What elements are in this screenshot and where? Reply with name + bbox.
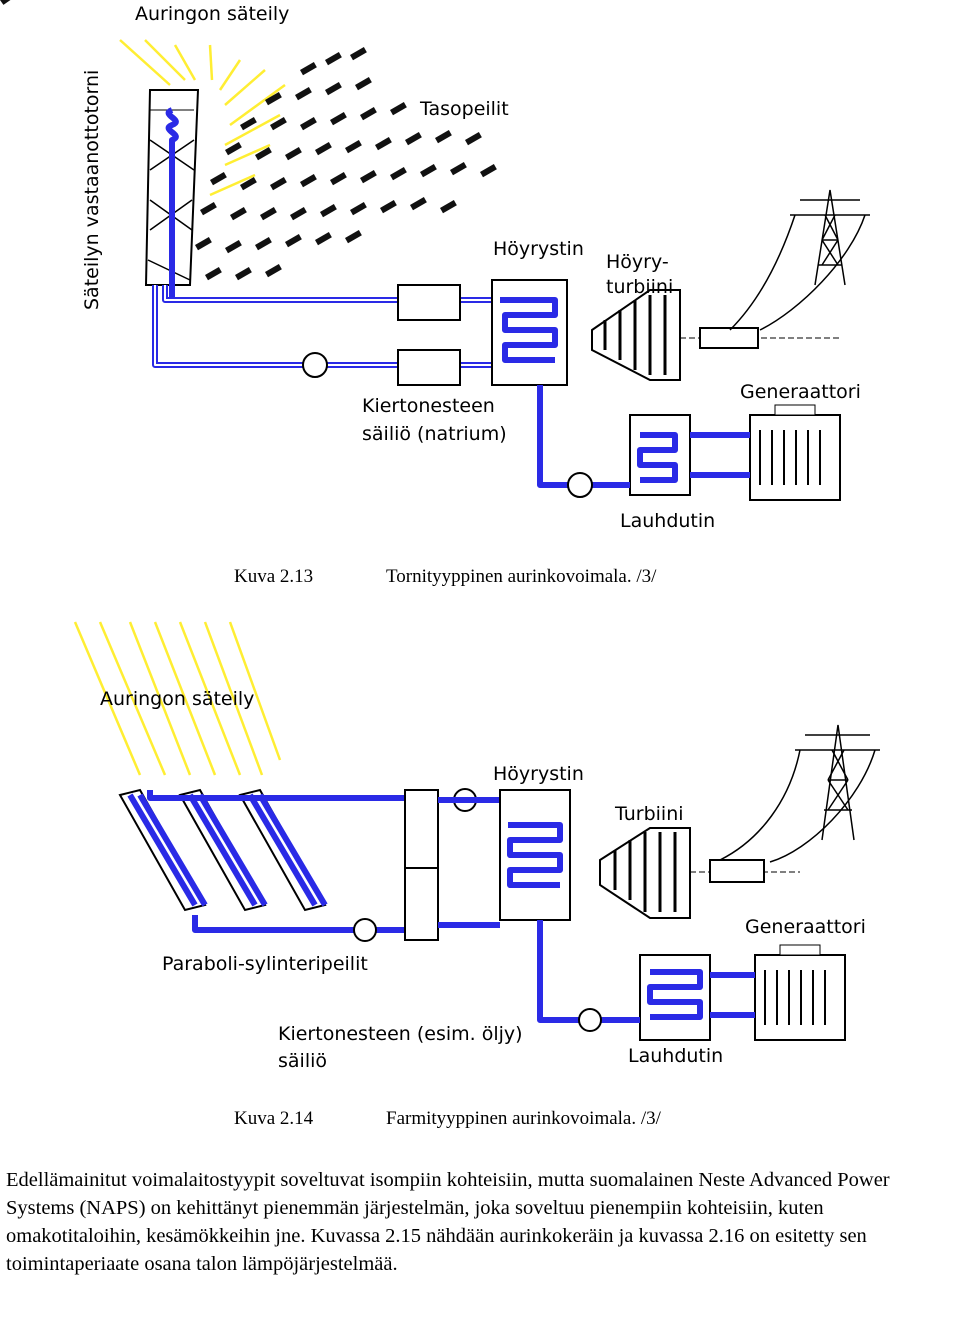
label-tower: Säteilyn vastaanottotorni	[81, 70, 103, 310]
label-mirrors: Tasopeilit	[419, 98, 509, 120]
transformer	[709, 859, 765, 883]
sun-rays	[119, 39, 286, 197]
caption-figure-2-14: Kuva 2.14 Farmityyppinen aurinkovoimala.…	[234, 1108, 794, 1132]
farm-plant-diagram: Auringon säteily Höyrystin Turbiini Para…	[73, 621, 880, 1072]
caption-number: Kuva 2.13	[234, 566, 314, 587]
caption-figure-2-13: Kuva 2.13 Tornityyppinen aurinkovoimala.…	[234, 566, 794, 590]
power-pylon	[719, 724, 880, 863]
label-generator: Generaattori	[740, 381, 861, 403]
steam-generator	[499, 789, 571, 921]
sun-rays	[73, 621, 282, 776]
condensate-pipe	[537, 385, 630, 488]
label-tank-line2: säiliö	[278, 1050, 327, 1072]
gen-pipes	[438, 797, 500, 928]
figure-farm-solar-plant: Auringon säteily Höyrystin Turbiini Para…	[0, 600, 960, 1100]
steam-turbine	[591, 289, 681, 381]
steam-generator	[491, 279, 568, 386]
label-turbine: Turbiini	[614, 803, 684, 825]
storage-tank	[404, 789, 439, 941]
label-turbine-line1: Höyry-	[606, 251, 669, 273]
mirror-array	[195, 47, 497, 281]
turbine	[599, 827, 691, 919]
pump	[302, 352, 328, 378]
label-tank-line1: Kiertonesteen	[362, 395, 495, 417]
caption-number: Kuva 2.14	[234, 1108, 314, 1129]
condenser	[639, 954, 711, 1041]
generator-cooling	[690, 432, 750, 478]
label-generator: Generaattori	[745, 916, 866, 938]
cold-header	[192, 915, 405, 933]
transformer	[699, 327, 759, 349]
generator	[754, 944, 846, 1041]
body-paragraph: Edellämainitut voimalaitostyypit soveltu…	[6, 1169, 890, 1275]
receiver-tower	[144, 89, 200, 300]
label-mirrors: Paraboli-sylinteripeilit	[162, 953, 368, 975]
label-tank-line2: säiliö (natrium)	[362, 423, 507, 445]
feed-pump	[567, 472, 593, 498]
label-condenser: Lauhdutin	[628, 1045, 723, 1067]
generator	[749, 404, 841, 501]
power-pylon	[729, 189, 870, 331]
parabolic-troughs	[118, 788, 328, 912]
label-turbine-line2: turbiini	[606, 276, 673, 298]
condenser	[629, 414, 691, 496]
heliostat-field	[0, 0, 15, 5]
label-tank-line1: Kiertonesteen (esim. öljy)	[278, 1023, 523, 1045]
tower-plant-diagram: Auringon säteily Säteilyn vastaanottotor…	[0, 0, 870, 532]
label-steam-generator: Höyrystin	[493, 238, 584, 260]
feed-pump	[578, 1008, 602, 1032]
caption-text: Farmityyppinen aurinkovoimala. /3/	[386, 1108, 661, 1129]
label-sunlight: Auringon säteily	[100, 688, 254, 710]
label-steam-generator: Höyrystin	[493, 763, 584, 785]
figure-tower-solar-plant: Auringon säteily Säteilyn vastaanottotor…	[0, 0, 960, 540]
label-condenser: Lauhdutin	[620, 510, 715, 532]
generator-cooling	[710, 972, 755, 1018]
caption-text: Tornityyppinen aurinkovoimala. /3/	[386, 566, 657, 587]
hot-header	[147, 790, 413, 801]
pump-bottom	[353, 918, 377, 942]
label-sunlight: Auringon säteily	[135, 3, 289, 25]
storage-tank	[397, 284, 461, 386]
condensate-pipe	[537, 920, 640, 1023]
